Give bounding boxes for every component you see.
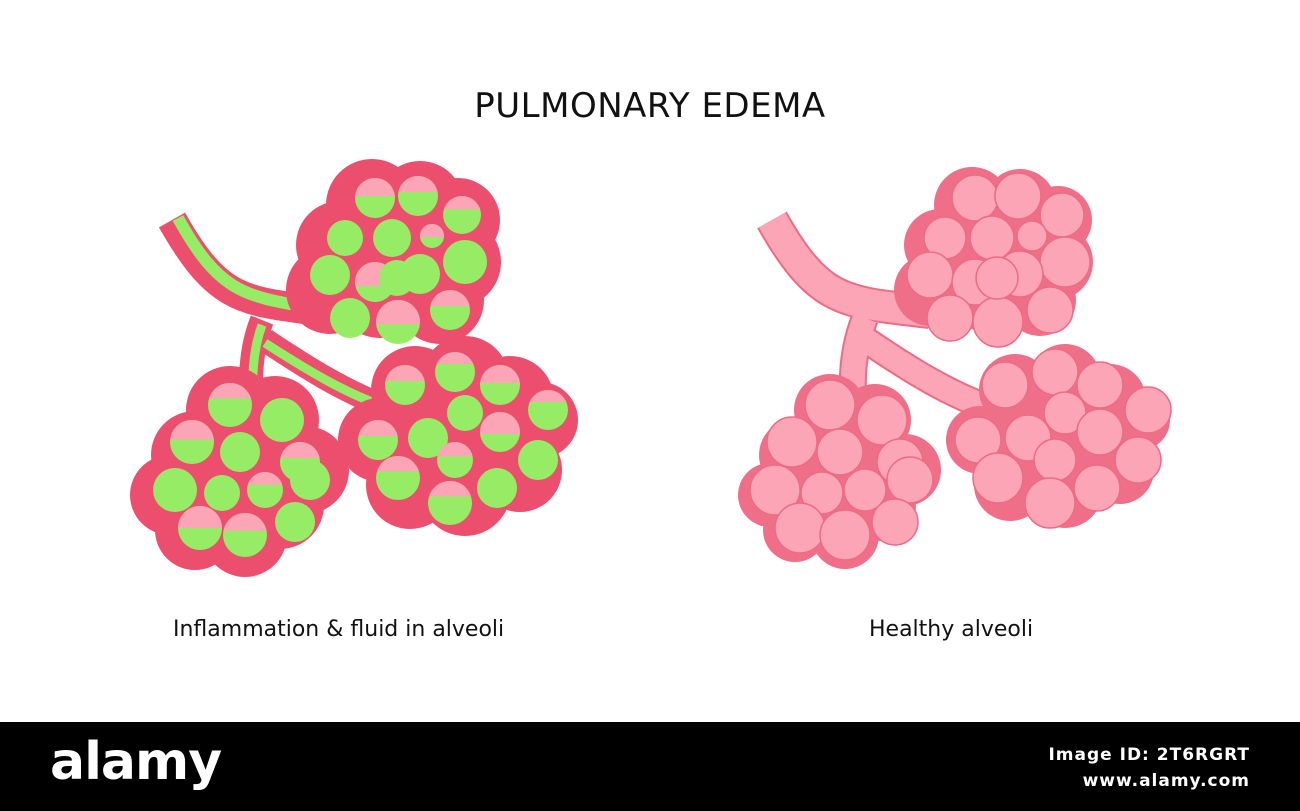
healthy-alveolus bbox=[749, 464, 801, 516]
healthy-alveolus bbox=[972, 296, 1024, 348]
alveolus-air-space bbox=[443, 196, 481, 210]
healthy-alveolus bbox=[906, 251, 954, 299]
alveolus-air-space bbox=[247, 472, 283, 485]
caption-inflamed: Inflammation & fluid in alveoli bbox=[173, 617, 505, 642]
healthy-alveolus bbox=[816, 428, 864, 476]
inflamed-cluster-3 bbox=[338, 336, 578, 536]
healthy-alveolus bbox=[1024, 477, 1076, 529]
alveolus-air-space bbox=[376, 456, 420, 472]
healthy-alveolus bbox=[951, 174, 999, 222]
alveolus-air-space bbox=[358, 420, 398, 436]
healthy-alveolus bbox=[766, 416, 818, 468]
alveolus-air-space bbox=[435, 352, 475, 364]
healthy-alveolus bbox=[972, 452, 1024, 504]
site-url: www.alamy.com bbox=[1082, 771, 1250, 791]
alveolus-air-space bbox=[437, 442, 473, 457]
inflamed-alveoli-clusters bbox=[130, 159, 578, 577]
healthy-alveolus bbox=[1076, 361, 1124, 409]
fluid-filled-alveolus bbox=[518, 440, 558, 480]
healthy-alveolus bbox=[856, 394, 908, 446]
alveolus-air-space bbox=[398, 176, 438, 192]
image-id-block: Image ID: 2T6RGRT www.alamy.com bbox=[1048, 742, 1250, 794]
healthy-alveoli-clusters bbox=[738, 167, 1172, 569]
alveolus-air-space bbox=[178, 506, 222, 528]
alveolus-air-space bbox=[480, 412, 520, 434]
fluid-filled-alveolus bbox=[379, 260, 415, 296]
alveolus-air-space bbox=[208, 383, 252, 399]
alveolus-air-space bbox=[355, 178, 395, 196]
healthy-alveolus bbox=[1073, 464, 1121, 512]
fluid-filled-alveolus bbox=[477, 468, 517, 508]
fluid-filled-alveolus bbox=[408, 418, 448, 458]
fluid-filled-alveolus bbox=[204, 475, 240, 511]
healthy-alveolus bbox=[969, 215, 1015, 261]
alveolus-air-space bbox=[170, 420, 214, 440]
fluid-filled-alveolus bbox=[220, 432, 260, 472]
fluid-filled-alveolus bbox=[447, 395, 483, 431]
healthy-cluster-2 bbox=[738, 374, 941, 569]
alveolus-air-space bbox=[385, 365, 425, 381]
healthy-alveolus bbox=[975, 256, 1019, 300]
healthy-alveolus bbox=[1114, 436, 1162, 484]
healthy-alveolus bbox=[981, 361, 1029, 409]
caption-healthy: Healthy alveoli bbox=[869, 617, 1034, 642]
healthy-alveolus bbox=[800, 471, 844, 515]
fluid-filled-alveolus bbox=[443, 240, 487, 284]
inflamed-cluster-1 bbox=[286, 159, 501, 344]
alveolus-air-space bbox=[420, 224, 444, 238]
alveoli-diagram bbox=[130, 159, 1172, 577]
fluid-filled-alveolus bbox=[373, 219, 411, 257]
healthy-alveolus bbox=[926, 294, 974, 342]
fluid-filled-alveolus bbox=[275, 502, 315, 542]
image-id: Image ID: 2T6RGRT bbox=[1048, 745, 1250, 765]
inflamed-cluster-2 bbox=[130, 366, 349, 577]
healthy-alveolus bbox=[1016, 220, 1048, 252]
healthy-alveolus bbox=[1031, 348, 1079, 396]
fluid-filled-alveolus bbox=[327, 220, 363, 256]
healthy-alveolus bbox=[1076, 408, 1124, 456]
fluid-filled-alveolus bbox=[260, 398, 304, 442]
alveolus-air-space bbox=[430, 290, 470, 306]
alveolus-air-space bbox=[480, 365, 520, 383]
alveolus-air-space bbox=[528, 390, 568, 402]
healthy-alveolus bbox=[886, 456, 934, 504]
alveolus-air-space bbox=[428, 481, 472, 497]
healthy-alveolus bbox=[774, 502, 826, 554]
watermark-bar: alamy Image ID: 2T6RGRT www.alamy.com bbox=[0, 722, 1300, 811]
alveolus-air-space bbox=[280, 442, 320, 458]
healthy-alveolus bbox=[1039, 236, 1091, 288]
alamy-logo: alamy bbox=[50, 732, 222, 792]
alveolus-air-space bbox=[223, 513, 267, 531]
diagram-title: PULMONARY EDEMA bbox=[474, 86, 826, 126]
healthy-alveolus bbox=[843, 468, 887, 512]
healthy-alveolus bbox=[994, 172, 1042, 220]
fluid-filled-alveolus bbox=[330, 298, 370, 338]
healthy-alveolus bbox=[819, 509, 871, 561]
healthy-alveolus bbox=[1033, 438, 1077, 482]
healthy-alveolus bbox=[1124, 386, 1172, 434]
fluid-filled-alveolus bbox=[153, 468, 197, 512]
healthy-cluster-1 bbox=[894, 167, 1093, 348]
healthy-alveolus bbox=[804, 379, 856, 431]
fluid-filled-alveolus bbox=[310, 255, 350, 295]
fluid-filled-alveolus bbox=[290, 460, 330, 500]
illustration-area: PULMONARY EDEMA Inflammation & fluid in … bbox=[130, 86, 1172, 642]
healthy-alveolus bbox=[871, 498, 919, 546]
healthy-cluster-3 bbox=[946, 344, 1172, 529]
healthy-alveolus bbox=[1026, 286, 1074, 334]
